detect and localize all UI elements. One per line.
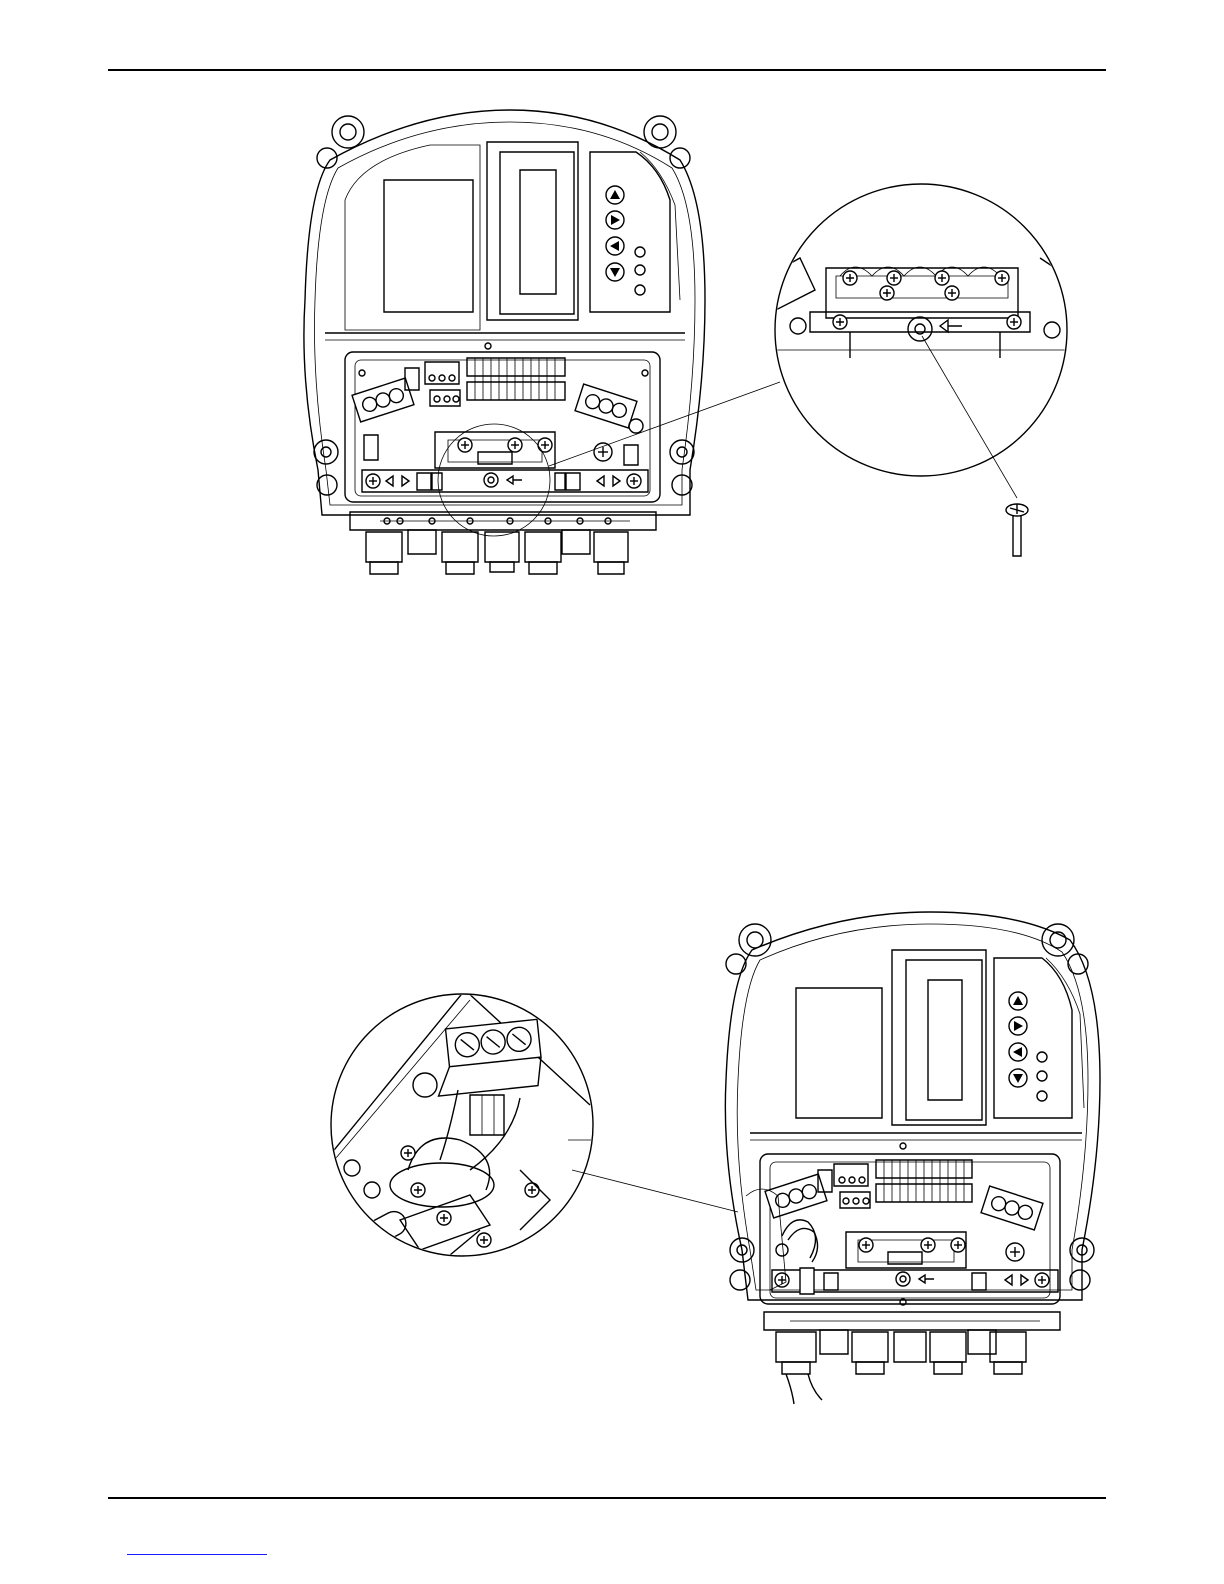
instrument-front-icon [725, 912, 1100, 1404]
footer-link-underline[interactable] [127, 1554, 267, 1555]
instrument-front-icon [304, 110, 705, 574]
detail-circle-icon [760, 184, 1080, 476]
ground-lug-icon [364, 1182, 380, 1198]
detail-circle-icon [330, 990, 600, 1260]
screw-icon [1006, 504, 1028, 556]
footer-rule [108, 1497, 1106, 1499]
